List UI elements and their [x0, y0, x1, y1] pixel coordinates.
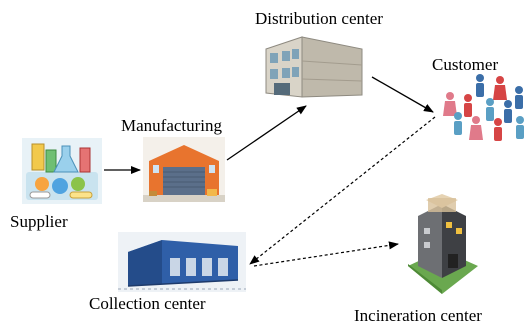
customer-label: Customer	[432, 55, 499, 74]
arrow-customer-to-collection	[249, 116, 436, 265]
arrow-distribution-to-customer	[371, 76, 434, 113]
supplier-label: Supplier	[10, 212, 68, 231]
arrow-collection-to-incineration	[253, 241, 399, 267]
incinerator-building-icon	[408, 194, 478, 294]
person-icon	[476, 74, 484, 97]
distribution-center-label: Distribution center	[255, 9, 383, 28]
factory-icon	[143, 137, 225, 202]
chemicals-icon	[22, 138, 102, 204]
blue-warehouse-icon	[118, 232, 246, 292]
people-crowd-icon	[443, 74, 524, 141]
arrow-manufacturing-to-distribution	[226, 105, 307, 161]
collection-center-label: Collection center	[89, 294, 206, 313]
manufacturing-label: Manufacturing	[121, 116, 223, 135]
incineration-center-label: Incineration center	[354, 306, 482, 325]
warehouse-building-icon	[265, 36, 363, 98]
